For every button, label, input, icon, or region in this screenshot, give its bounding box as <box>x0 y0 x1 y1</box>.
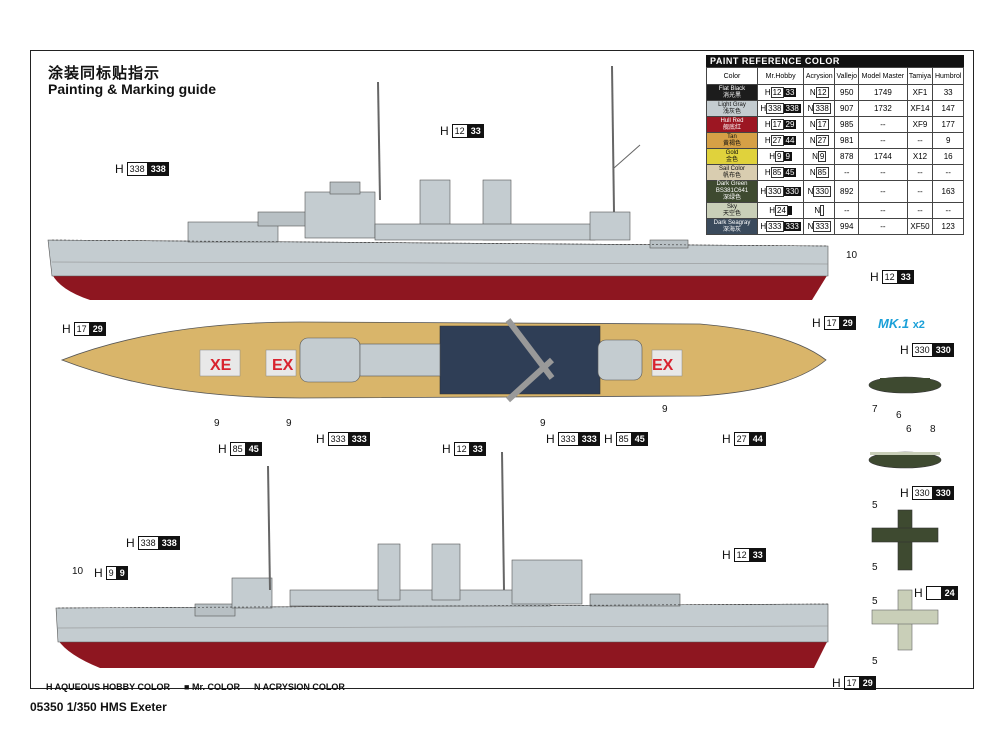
legend-item-hobby: H AQUEOUS HOBBY COLOR <box>46 682 171 692</box>
part-number: 9 <box>662 404 668 415</box>
col-acrysion: Acrysion <box>803 67 836 85</box>
paint-brand-legend: H AQUEOUS HOBBY COLOR ■ Mr. COLOR N ACRY… <box>46 682 345 692</box>
part-number: 9 <box>540 418 546 429</box>
part-number: 10 <box>846 250 858 261</box>
hull-red-top <box>52 274 828 300</box>
part-number: 6 <box>896 410 902 421</box>
title-english: Painting & Marking guide <box>48 81 217 97</box>
aircraft-label: MK.1 x2 <box>878 316 925 331</box>
part-number: 9 <box>214 418 220 429</box>
paint-table-title: PAINT REFERENCE COLOR <box>706 55 964 67</box>
deck-marking-mid: EX <box>272 357 294 374</box>
hull-red-bottom <box>58 640 828 668</box>
part-number: 5 <box>872 656 878 667</box>
aircraft-walrus-views <box>868 376 942 651</box>
deck-marking-aft: EX <box>652 357 674 374</box>
part-number: 7 <box>872 404 878 415</box>
part-number: 5 <box>872 596 878 607</box>
paint-tamiya: XF50 <box>906 218 934 235</box>
paint-humbrol: 123 <box>932 218 964 235</box>
paint-reference-table: PAINT REFERENCE COLOR Color Mr.Hobby Acr… <box>706 55 964 235</box>
part-number: 10 <box>72 566 84 577</box>
legend-item-acrysion: N ACRYSION COLOR <box>253 682 345 692</box>
part-number: 6 <box>906 424 912 435</box>
paint-tamiya: -- <box>906 164 934 181</box>
side-view-starboard <box>47 65 829 300</box>
title-chinese: 涂装同标贴指示 <box>48 65 161 82</box>
legend-item-mrcolor: ■ Mr. COLOR <box>184 682 240 692</box>
part-number: 9 <box>286 418 292 429</box>
paint-modelmaster: -- <box>858 218 908 235</box>
deck-marking-reversed: XE <box>210 357 232 374</box>
paint-humbrol: 163 <box>932 180 964 203</box>
deck-plan-view: XE EX EX <box>60 318 827 403</box>
part-number: 5 <box>872 562 878 573</box>
hull-grey-top <box>47 239 829 277</box>
part-number: 5 <box>872 500 878 511</box>
part-number: 8 <box>930 424 936 435</box>
product-code-title: 05350 1/350 HMS Exeter <box>30 700 167 714</box>
hull-grey-bottom <box>55 603 829 643</box>
side-view-port <box>55 451 829 668</box>
